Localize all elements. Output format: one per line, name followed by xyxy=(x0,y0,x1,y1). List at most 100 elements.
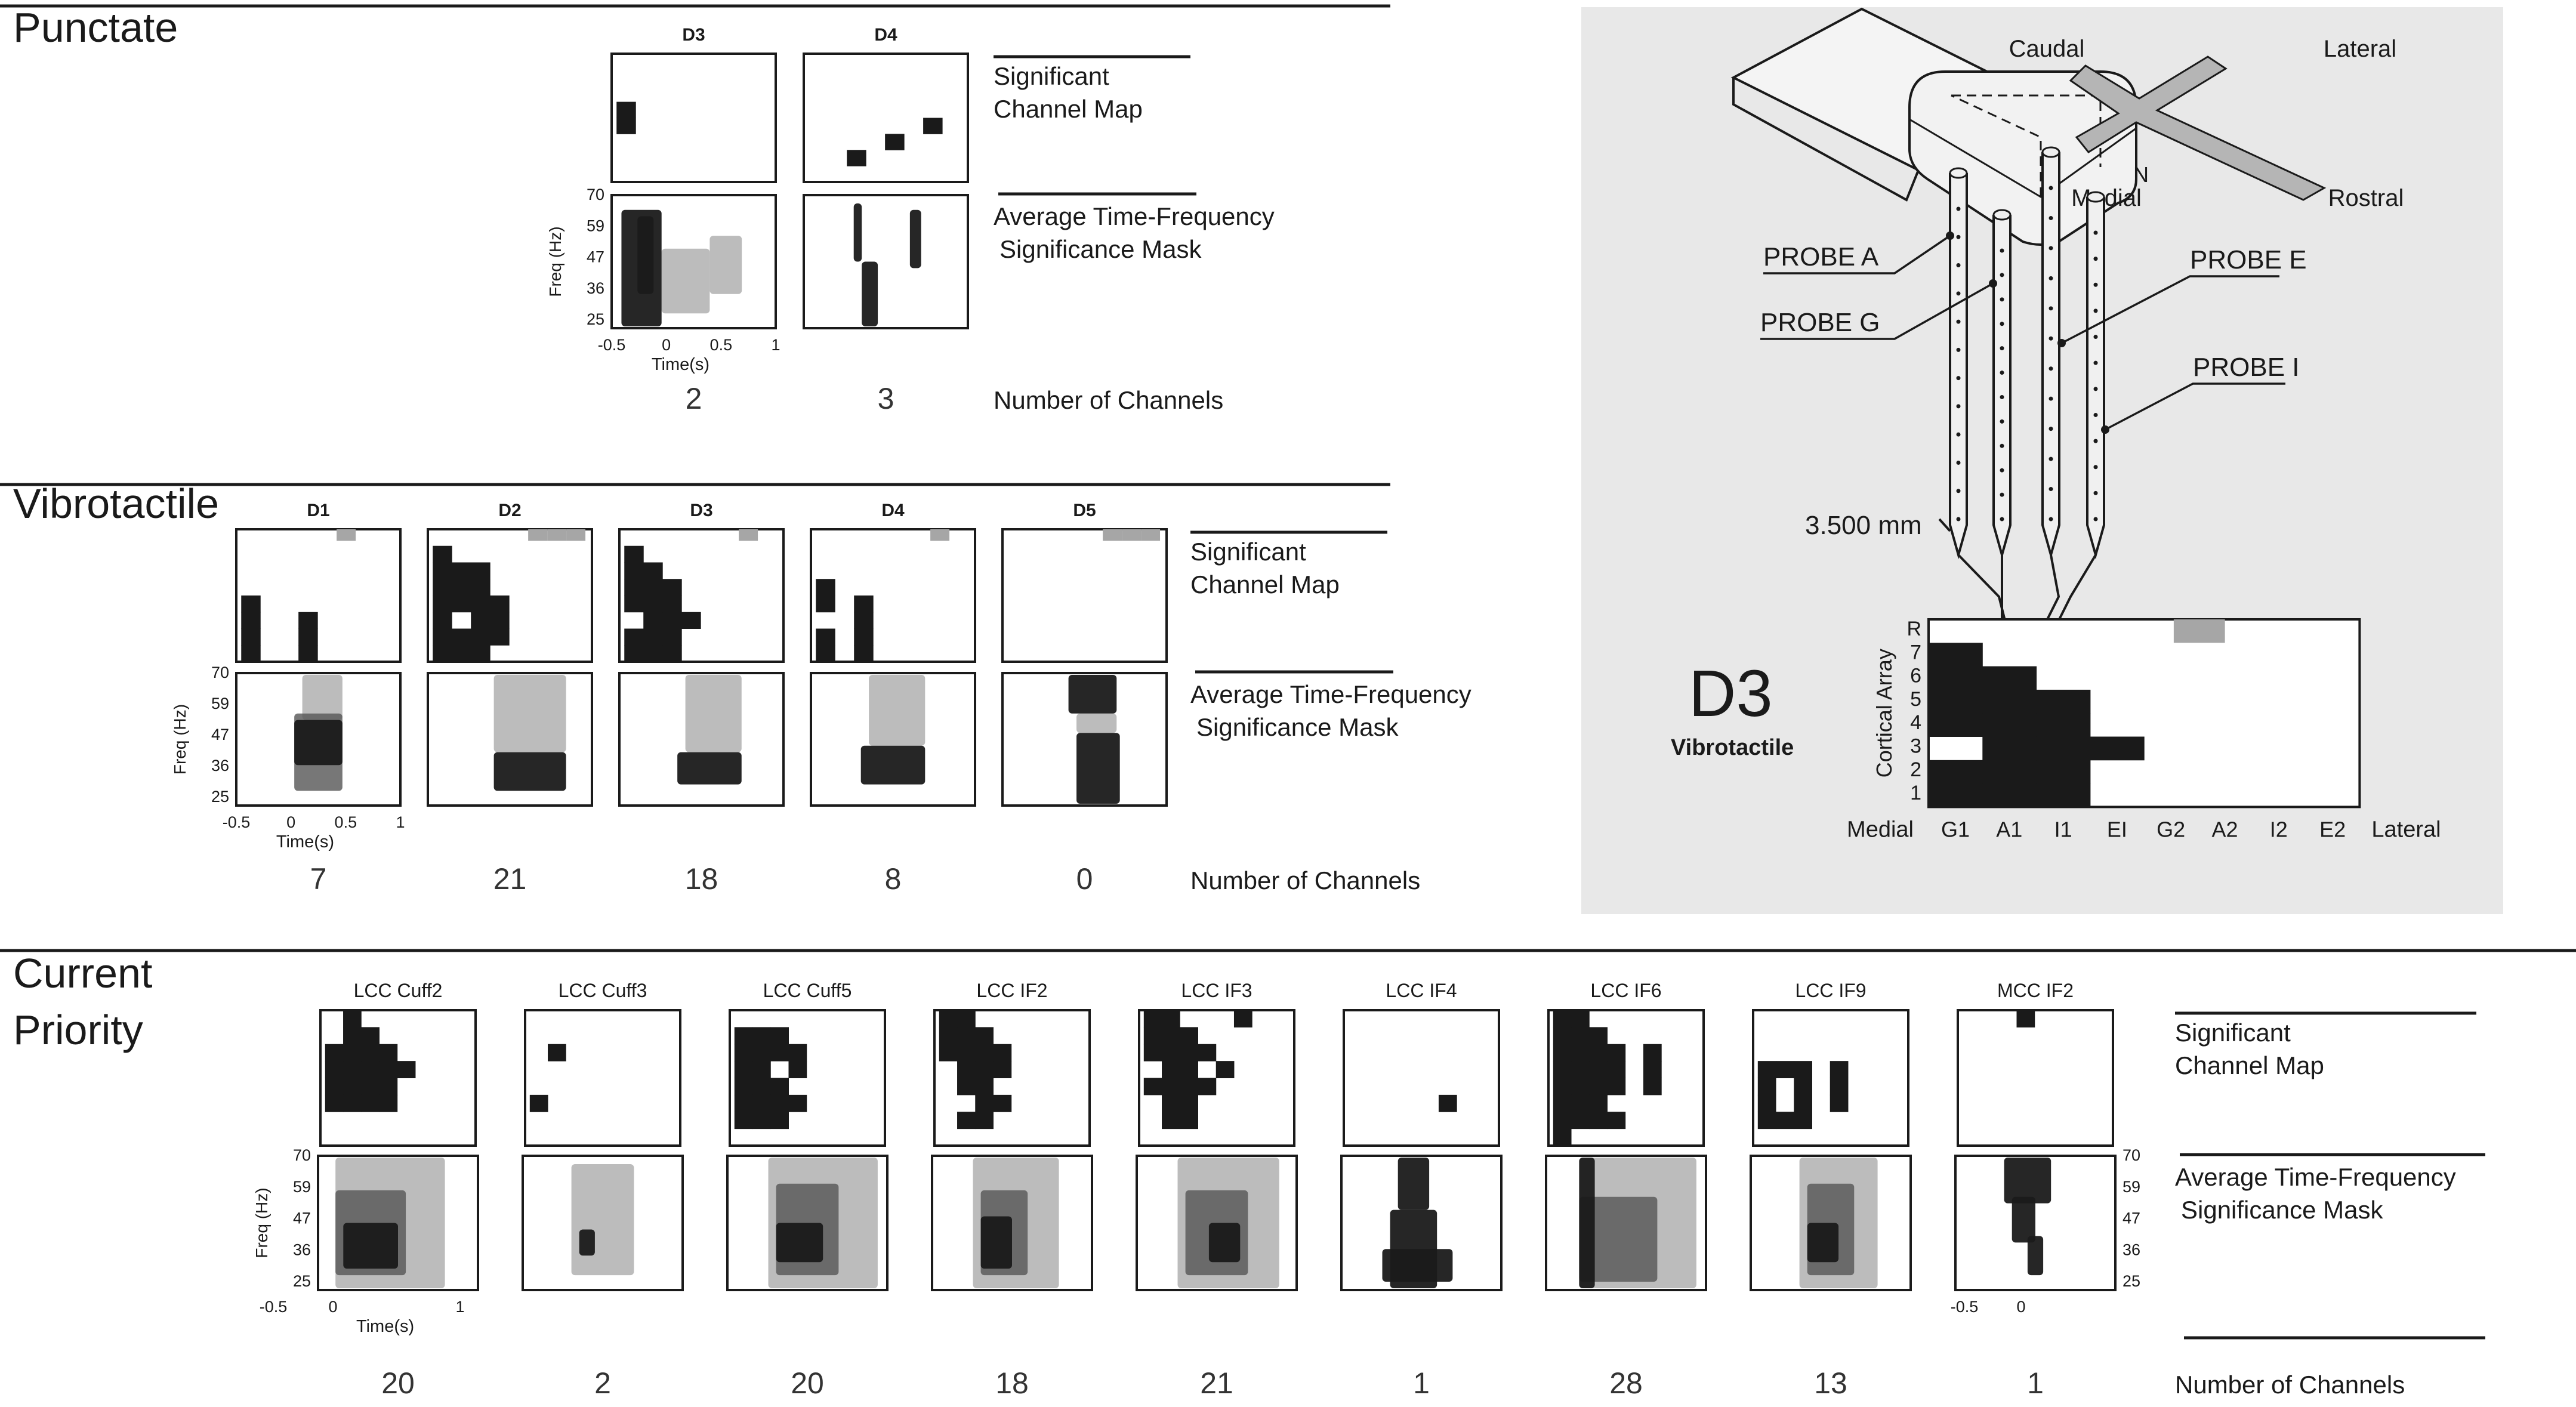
reference-channel xyxy=(337,529,356,541)
probe-contact xyxy=(1956,319,1961,324)
significant-channel xyxy=(788,1094,807,1112)
probe-leader-arrow xyxy=(1989,279,1997,288)
significant-channel xyxy=(854,628,874,646)
tf-significance-high xyxy=(1807,1223,1839,1263)
probe-contact xyxy=(2093,257,2098,261)
section-title: Vibrotactile xyxy=(13,480,219,527)
significant-channel xyxy=(2090,736,2145,761)
significant-channel xyxy=(1162,1010,1180,1028)
array-ytick: 7 xyxy=(1910,641,1921,664)
legend-sig-map: Significant xyxy=(1190,538,1306,566)
significant-channel xyxy=(1757,1078,1776,1096)
probe-shaft xyxy=(1992,209,2012,560)
significant-channel xyxy=(939,1027,958,1045)
tf-significance-high xyxy=(2027,1236,2044,1276)
condition-label: D1 xyxy=(307,501,329,520)
significant-channel xyxy=(1162,1078,1180,1096)
probe-contact xyxy=(2049,276,2053,280)
significant-channel xyxy=(734,1078,753,1096)
array-xleft: Medial xyxy=(1847,817,1914,842)
significant-channel xyxy=(452,595,471,613)
probe-contact xyxy=(2093,517,2098,522)
probe-contact xyxy=(2049,246,2053,251)
significant-channel xyxy=(343,1027,362,1045)
probe-contact xyxy=(2000,273,2004,277)
significant-channel xyxy=(379,1061,398,1078)
significant-channel xyxy=(452,645,471,662)
legend-sig-map: Channel Map xyxy=(994,95,1143,123)
significant-channel xyxy=(1929,689,1983,714)
channel-map-frame xyxy=(1343,1009,1500,1147)
significant-channel xyxy=(816,595,835,613)
significant-channel xyxy=(1589,1112,1608,1130)
legend-num-channels: Number of Channels xyxy=(1190,866,1420,894)
probe-label: PROBE E xyxy=(2190,245,2307,274)
probe-contact xyxy=(1956,263,1961,268)
probe-leader xyxy=(1763,234,1951,274)
significant-channel xyxy=(1233,1010,1252,1028)
channel-count: 28 xyxy=(1609,1366,1643,1400)
legend-num-channels: Number of Channels xyxy=(2175,1371,2405,1399)
reference-channel xyxy=(1103,529,1122,541)
probe-leader-arrow xyxy=(1946,232,1954,240)
probe-contact xyxy=(1956,376,1961,381)
significant-channel xyxy=(923,118,943,134)
significant-channel xyxy=(433,645,452,662)
tf-significance-high xyxy=(980,1216,1012,1269)
channel-count: 2 xyxy=(686,382,702,415)
significant-channel xyxy=(770,1078,789,1096)
significant-channel xyxy=(1607,1061,1626,1078)
significant-channel xyxy=(1215,1061,1235,1078)
significant-channel xyxy=(993,1044,1012,1062)
significant-channel xyxy=(1589,1094,1608,1112)
freq-tick: 36 xyxy=(211,757,229,775)
digit-label: D3 xyxy=(1689,657,1773,730)
probe-contact xyxy=(2000,517,2004,522)
condition-label: D3 xyxy=(690,501,712,520)
condition-4: D50 xyxy=(1001,501,1168,896)
significant-channel xyxy=(752,1044,771,1062)
significant-channel xyxy=(2036,713,2091,737)
significant-channel xyxy=(1553,1061,1572,1078)
significant-channel xyxy=(2016,1010,2035,1028)
significant-channel xyxy=(939,1044,958,1062)
significant-channel xyxy=(816,579,835,596)
significant-channel xyxy=(1794,1112,1812,1130)
probe-contact xyxy=(1956,489,1961,493)
probe-contact xyxy=(1956,404,1961,409)
significant-channel xyxy=(343,1078,362,1096)
probe-top xyxy=(2041,146,2060,158)
channel-map-frame xyxy=(810,528,976,663)
significant-channel xyxy=(2036,783,2091,807)
significant-channel xyxy=(452,562,471,579)
time-axis-label: Time(s) xyxy=(356,1317,414,1336)
tf-significance-high xyxy=(1382,1249,1453,1282)
significant-channel xyxy=(752,1094,771,1112)
significant-channel xyxy=(957,1061,976,1078)
significant-channel xyxy=(734,1094,753,1112)
significant-channel xyxy=(770,1044,789,1062)
time-tick: 0 xyxy=(662,336,671,354)
significant-channel xyxy=(975,1078,994,1096)
significant-channel xyxy=(325,1078,344,1096)
significant-channel xyxy=(1162,1044,1180,1062)
probe-contact xyxy=(2000,297,2004,302)
significant-channel xyxy=(734,1044,753,1062)
array-ylabel: Cortical Array xyxy=(1872,649,1896,777)
time-axis-label: Time(s) xyxy=(652,355,709,374)
significant-channel xyxy=(788,1044,807,1062)
probe-leader xyxy=(2061,275,2279,344)
legend-tf-mask: Significance Mask xyxy=(999,235,1202,263)
significant-channel xyxy=(1982,666,2037,690)
significant-channel xyxy=(1929,643,1983,667)
significant-channel xyxy=(548,1044,566,1062)
significant-channel xyxy=(1794,1094,1812,1112)
tf-significance-low xyxy=(571,1164,634,1276)
probe-contact xyxy=(1956,347,1961,352)
probe-contact xyxy=(2049,427,2053,431)
legend-tf-mask: Average Time-Frequency xyxy=(994,202,1275,230)
significant-channel xyxy=(1643,1078,1662,1096)
